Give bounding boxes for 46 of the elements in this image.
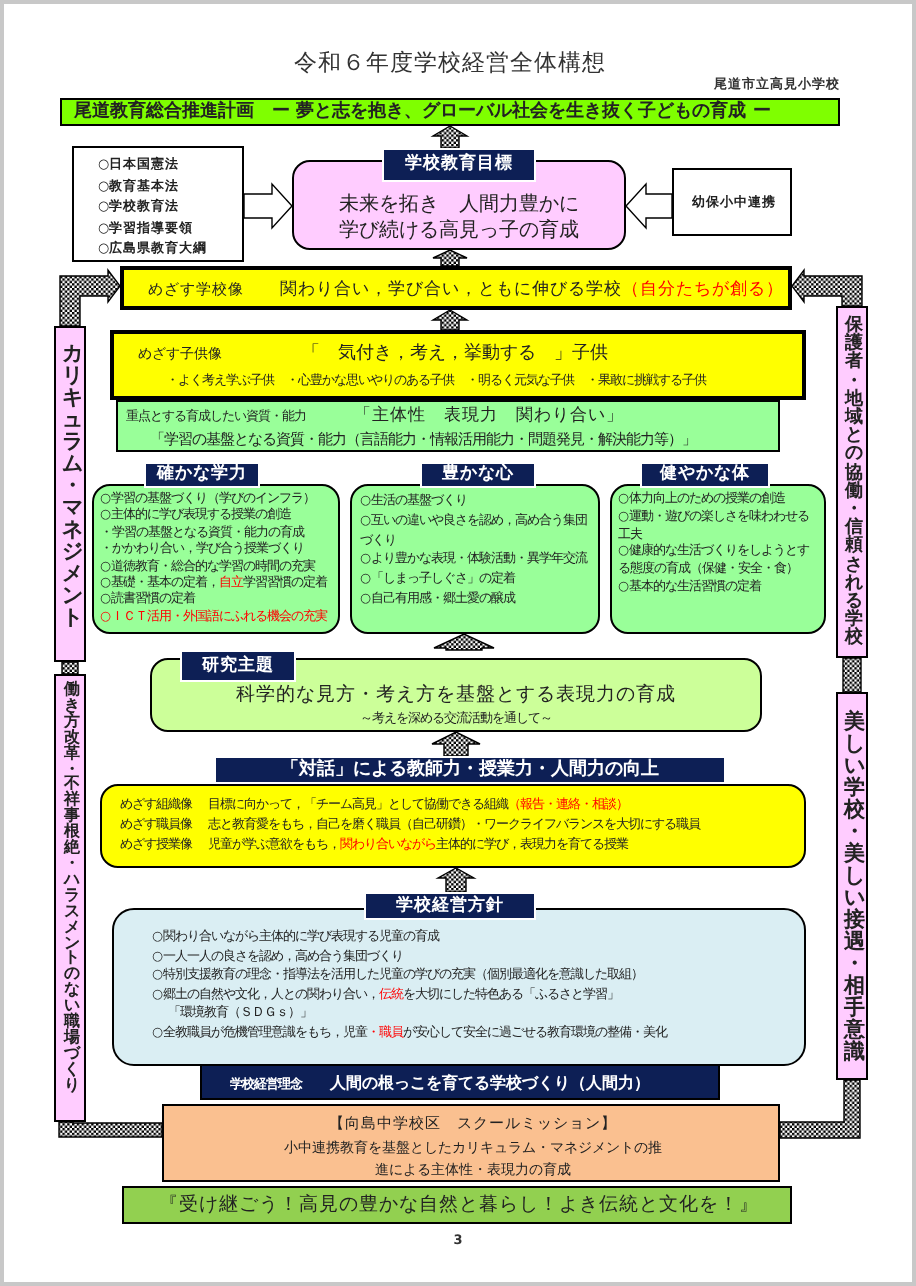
list-box <box>72 146 244 262</box>
mission-box <box>162 1104 780 1182</box>
side-label <box>54 674 86 1122</box>
text-box <box>116 400 780 452</box>
motto-banner <box>122 1186 792 1224</box>
banner <box>110 330 806 400</box>
block-arrow <box>433 633 495 651</box>
block-arrow <box>625 182 673 230</box>
block-arrow <box>430 125 470 149</box>
connector-bar <box>58 1121 163 1138</box>
banner <box>120 266 792 310</box>
page-title: 令和６年度学校経営全体構想 <box>292 48 608 76</box>
box-text: 人間の根っこを育てる学校づくり（人間力） <box>330 1074 650 1092</box>
connector-bar <box>842 657 862 693</box>
box-text: 『受け継ごう！高見の豊かな自然と暮らし！よき伝統と文化を！』 <box>159 1194 759 1216</box>
heading-tab: 学校経営方針 <box>364 892 536 920</box>
block-arrow <box>431 731 481 757</box>
side-text: カリキュラム・マネジメント <box>61 344 83 631</box>
box-text: 科学的な見方・考え方を基盤とする表現力の育成 <box>236 684 676 706</box>
side-text: 美しい学校・美しい接遇・相手意識 <box>843 712 865 1065</box>
block-arrow <box>430 309 470 331</box>
heading-tab: 「対話」による教師力・授業力・人間力の向上 <box>214 756 726 784</box>
block-arrow <box>243 182 293 230</box>
heading-tab: 確かな学力 <box>144 462 260 488</box>
side-label <box>836 306 868 658</box>
box-text: 尾道教育総合推進計画 ー 夢と志を抱き、グローバル社会を生き抜く子どもの育成 ー <box>74 102 771 122</box>
heading-tab: 豊かな心 <box>420 462 536 488</box>
block-arrow <box>432 249 468 267</box>
box-text: 関わり合い，学び合い，ともに伸びる学校（自分たちが創る） <box>280 280 784 300</box>
side-text: 保護者・地域との協働・信頼される学校 <box>844 316 864 648</box>
block-arrow <box>791 267 863 307</box>
box-text: 「 気付き，考え，挙動する 」子供 <box>302 344 608 364</box>
connector-bar <box>779 1079 861 1139</box>
block-arrow <box>435 867 477 893</box>
banner <box>60 98 840 126</box>
box-text: 「主体性 表現力 関わり合い」 <box>354 406 624 426</box>
heading-tab: 健やかな体 <box>640 462 770 488</box>
block-arrow <box>59 267 121 327</box>
heading-tab: 研究主題 <box>180 650 296 682</box>
connector-bar <box>61 661 79 675</box>
side-label <box>54 326 86 662</box>
heading-tab: 学校教育目標 <box>382 148 536 182</box>
text-box <box>672 168 792 236</box>
side-label <box>836 692 868 1080</box>
banner <box>200 1064 720 1100</box>
box-text: 未来を拓き 人間力豊かに学び続ける高見っ子の育成 <box>339 194 579 242</box>
